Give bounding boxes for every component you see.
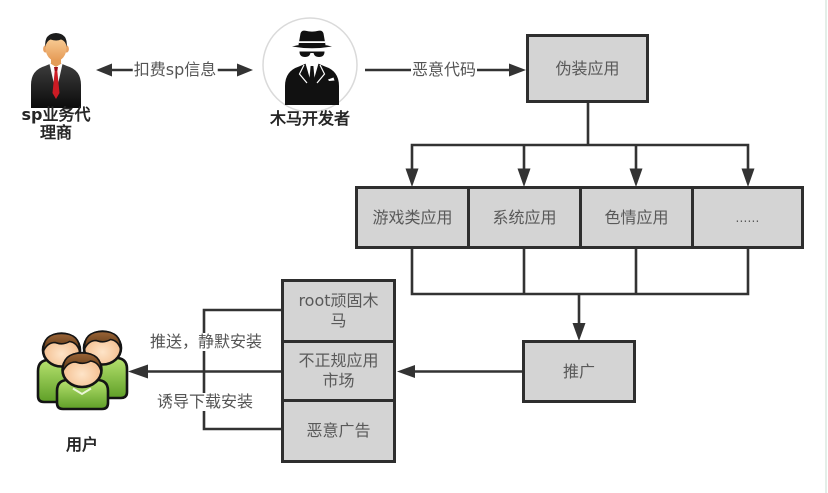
arrowhead-right (237, 63, 253, 77)
push-silent-install-edge-label: 推送，静默安装 (148, 332, 264, 351)
lens-right (313, 51, 325, 57)
collar-left (49, 63, 56, 72)
pocket-square (328, 77, 335, 81)
tie (309, 66, 315, 89)
tie-knot (54, 67, 58, 71)
sunglasses-icon (299, 51, 325, 57)
node-label-line: 不正规应用 (298, 351, 379, 370)
node-label-line: 恶意广告 (306, 421, 371, 440)
sp-agent-label-line: sp业务代 (21, 105, 91, 124)
hair (45, 33, 67, 47)
connector-promotion-to-channels (397, 365, 524, 378)
malicious-code-edge-label: 恶意代码 (410, 60, 478, 79)
arrowhead-down (629, 168, 643, 187)
users-group-icon (36, 330, 129, 411)
face (45, 35, 67, 61)
node-label: 伪装应用 (555, 58, 620, 78)
sp-agent-label-line: 理商 (39, 123, 73, 142)
sp-agent-label: sp业务代 理商 (22, 106, 91, 142)
arrowhead-left (96, 63, 112, 77)
induce-download-install-edge-label: 诱导下载安装 (155, 392, 255, 411)
app-type-node-game: 游戏类应用 (355, 186, 470, 249)
app-type-node-adult: 色情应用 (579, 186, 694, 249)
trojan-developer-label: 木马开发者 (269, 109, 351, 128)
node-label-line: 马 (330, 311, 347, 330)
lapel-right (316, 64, 326, 84)
arrowhead-left (397, 365, 415, 378)
arrowhead-down (741, 168, 755, 187)
connector-fanin-promotion (410, 247, 750, 341)
hat-brim (292, 44, 332, 49)
spy-icon (262, 17, 358, 113)
sp-info-edge-label: 扣费sp信息 (132, 60, 218, 79)
arrowhead-left (128, 364, 148, 379)
lens-left (299, 51, 311, 57)
connector-branch-bus (410, 143, 750, 170)
node-label: ...... (735, 210, 760, 225)
person-collar (72, 387, 92, 396)
person-hair (83, 330, 122, 350)
node-label: 游戏类应用 (372, 207, 453, 227)
collar-right (56, 63, 63, 72)
connector-merge-bus (410, 247, 750, 296)
app-type-node-system: 系统应用 (467, 186, 582, 249)
image-edge-border (825, 0, 827, 493)
node-label-line: root顽固木 (298, 291, 379, 310)
node-label: 系统应用 (492, 207, 557, 227)
connector-fanout-app-types (405, 102, 755, 187)
disguised-app-node: 伪装应用 (526, 34, 649, 103)
businessman-icon (31, 33, 81, 108)
person-hair (62, 352, 102, 375)
node-label: 色情应用 (604, 207, 669, 227)
lapel-left (298, 64, 308, 84)
app-type-node-more: ...... (691, 186, 804, 249)
person-front-icon (55, 351, 110, 411)
channel-node-malicious-ads: 恶意广告 (281, 399, 396, 463)
channel-node-unofficial-market: 不正规应用 市场 (281, 340, 396, 402)
person-hair (42, 332, 81, 352)
tie (52, 71, 60, 99)
hat-band (299, 41, 325, 43)
connector-bracket (202, 308, 283, 431)
glasses-bridge (310, 51, 314, 53)
arrowhead-down (517, 168, 531, 187)
channel-node-root-trojan: root顽固木 马 (281, 279, 396, 343)
node-label-line: 市场 (322, 371, 355, 390)
users-label: 用户 (65, 435, 99, 454)
node-label: 推广 (562, 361, 595, 381)
arrowhead-down (405, 168, 419, 187)
promotion-node: 推广 (522, 340, 636, 403)
connector-channels-to-users (128, 308, 283, 431)
arrowhead-down (572, 323, 586, 341)
arrowhead-right (509, 63, 526, 77)
